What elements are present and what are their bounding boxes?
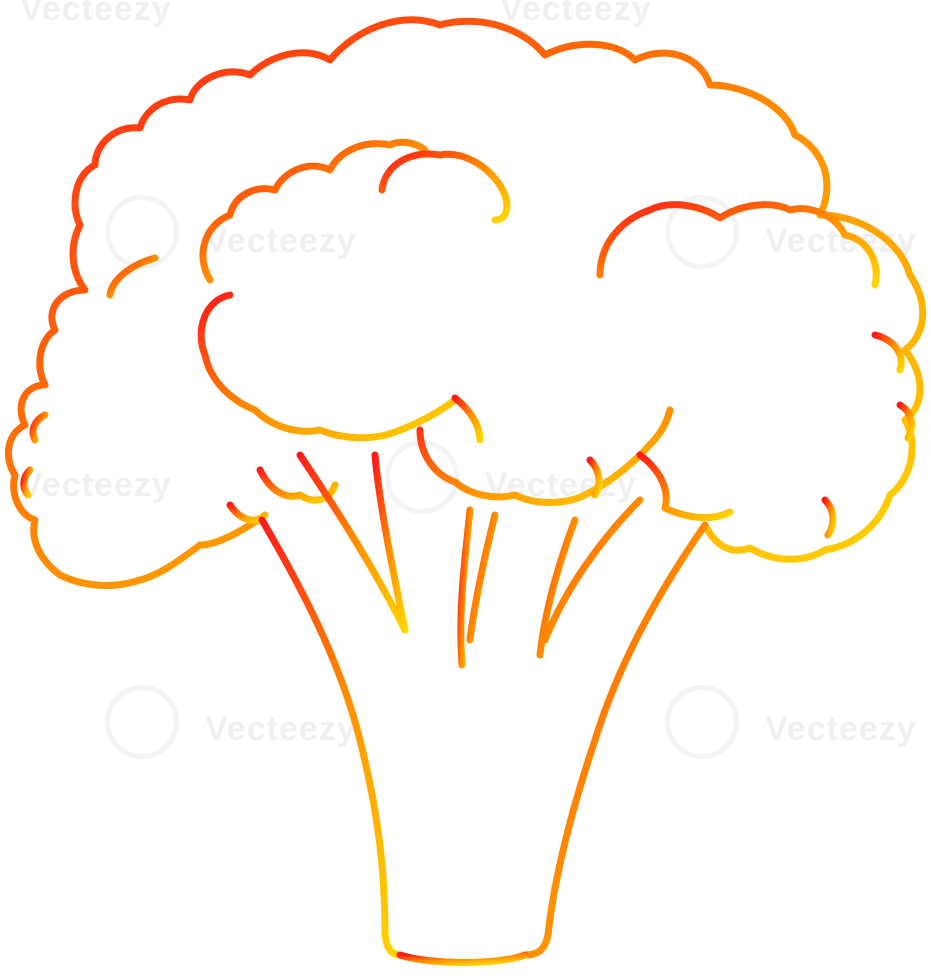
left-floret-detail (20, 466, 34, 499)
trunk-base (396, 951, 529, 966)
branch-stem (457, 506, 474, 669)
lower-floret-outline (636, 451, 734, 522)
outer-floret-outline (4, 16, 927, 589)
branch-stem (466, 511, 499, 644)
broccoli-outline (4, 16, 927, 966)
trunk-left (258, 516, 404, 959)
floret-detail (821, 496, 837, 539)
branch-stem (371, 451, 409, 634)
trunk-right (521, 521, 709, 959)
branch-stem (541, 496, 644, 644)
branch-stem (296, 451, 409, 634)
center-floret-top (199, 138, 429, 284)
left-floret-detail (106, 254, 159, 299)
center-floret-top (378, 150, 511, 224)
center-floret-outline (197, 291, 459, 442)
floret-detail (451, 394, 484, 444)
floret-detail (586, 456, 603, 499)
right-floret-detail (896, 401, 916, 442)
left-floret-detail (29, 411, 49, 444)
right-floret-detail (871, 331, 905, 374)
right-floret-top (596, 201, 880, 289)
lower-floret-outline (416, 406, 674, 506)
